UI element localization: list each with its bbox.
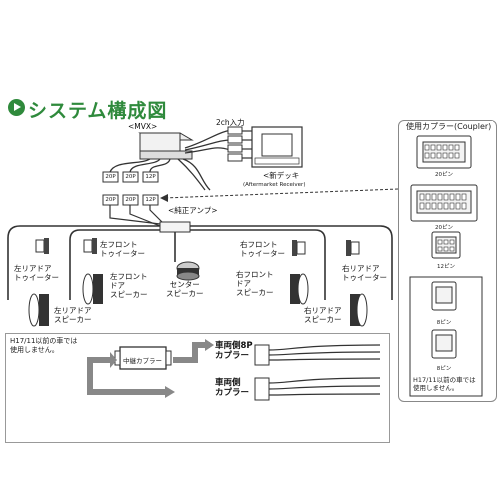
connector-label: 20P (105, 197, 116, 203)
aftermarket-label: (Aftermarket Receiver) (243, 182, 306, 188)
car-side-coupler-label: 車両側カプラー (215, 378, 250, 398)
input-2ch-label: 2ch入力 (216, 118, 245, 127)
left-front-door-speaker-label: 左フロントドアスピーカー (110, 272, 148, 299)
mvx-unit (138, 132, 194, 160)
center-speaker-label: センタースピーカー (166, 280, 204, 298)
page-title: システム構成図 (28, 100, 168, 122)
left-rear-tweeter-label: 左リアドアトゥイーター (14, 264, 59, 282)
legacy-wiring-box (5, 333, 390, 443)
new-deck-unit (251, 126, 303, 168)
relay-coupler-label: 中継カプラー (123, 357, 162, 365)
pin-label-20: 20ピン (435, 225, 453, 231)
left-front-tweeter-label: 左フロントトゥイーター (100, 240, 145, 258)
pin-label-20: 20ピン (435, 172, 453, 178)
coupler-panel (398, 120, 497, 402)
mvx-label: <MVX> (128, 122, 158, 131)
coupler-panel-title: 使用カプラー(Coupler) (404, 121, 494, 132)
connector-label: 20P (105, 174, 116, 180)
left-rear-door-speaker-label: 左リアドアスピーカー (54, 306, 92, 324)
connector-label: 20P (125, 174, 136, 180)
right-front-tweeter-label: 右フロントトゥイーター (240, 240, 285, 258)
play-icon (8, 99, 25, 116)
right-front-door-speaker-label: 右フロントドアスピーカー (236, 270, 274, 297)
pin-label-12: 12ピン (437, 264, 455, 270)
amp-label: <純正アンプ> (168, 206, 218, 215)
connector-label: 12P (145, 174, 156, 180)
right-rear-tweeter-label: 右リアドアトゥイーター (342, 264, 387, 282)
pin-label-8: 8ピン (436, 320, 452, 326)
coupler-icons (410, 135, 478, 259)
new-deck-label: <新デッキ (263, 171, 300, 180)
right-rear-door-speaker-label: 右リアドアスピーカー (304, 306, 342, 324)
coupler-panel-note: H17/11以前の車では使用しません。 (413, 376, 476, 392)
connector-label: 12P (145, 197, 156, 203)
pin-label-8: 8ピン (436, 366, 452, 372)
legacy-note: H17/11以前の車では使用しません。 (10, 337, 78, 354)
connector-label: 20P (125, 197, 136, 203)
